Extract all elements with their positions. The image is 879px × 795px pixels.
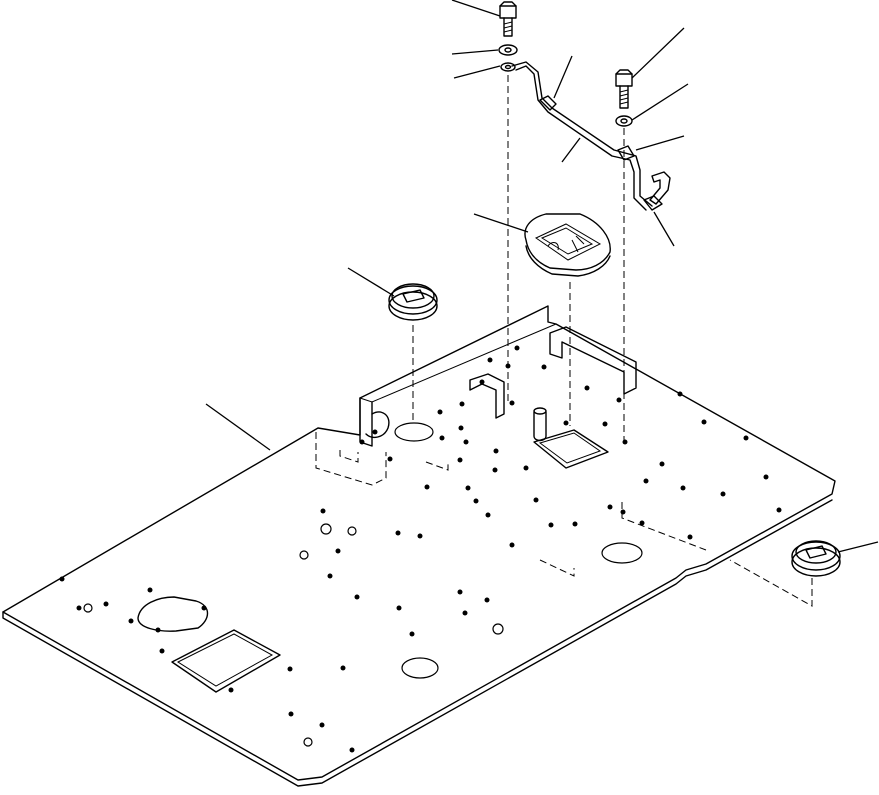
washer-upper-right [615, 115, 633, 127]
alignment-lines [412, 75, 813, 607]
clip [643, 171, 671, 211]
bracket-rod [511, 61, 653, 211]
grommet-left [388, 283, 438, 321]
washer-upper-left [498, 44, 518, 56]
floor-plate [2, 305, 836, 787]
lockwasher-upper-left [500, 62, 516, 72]
callout-leaders [205, 0, 879, 553]
bolt-upper-left [499, 1, 517, 37]
bolt-upper-right [615, 69, 633, 109]
rectangular-seal [524, 213, 611, 277]
grommet-right [791, 540, 841, 577]
